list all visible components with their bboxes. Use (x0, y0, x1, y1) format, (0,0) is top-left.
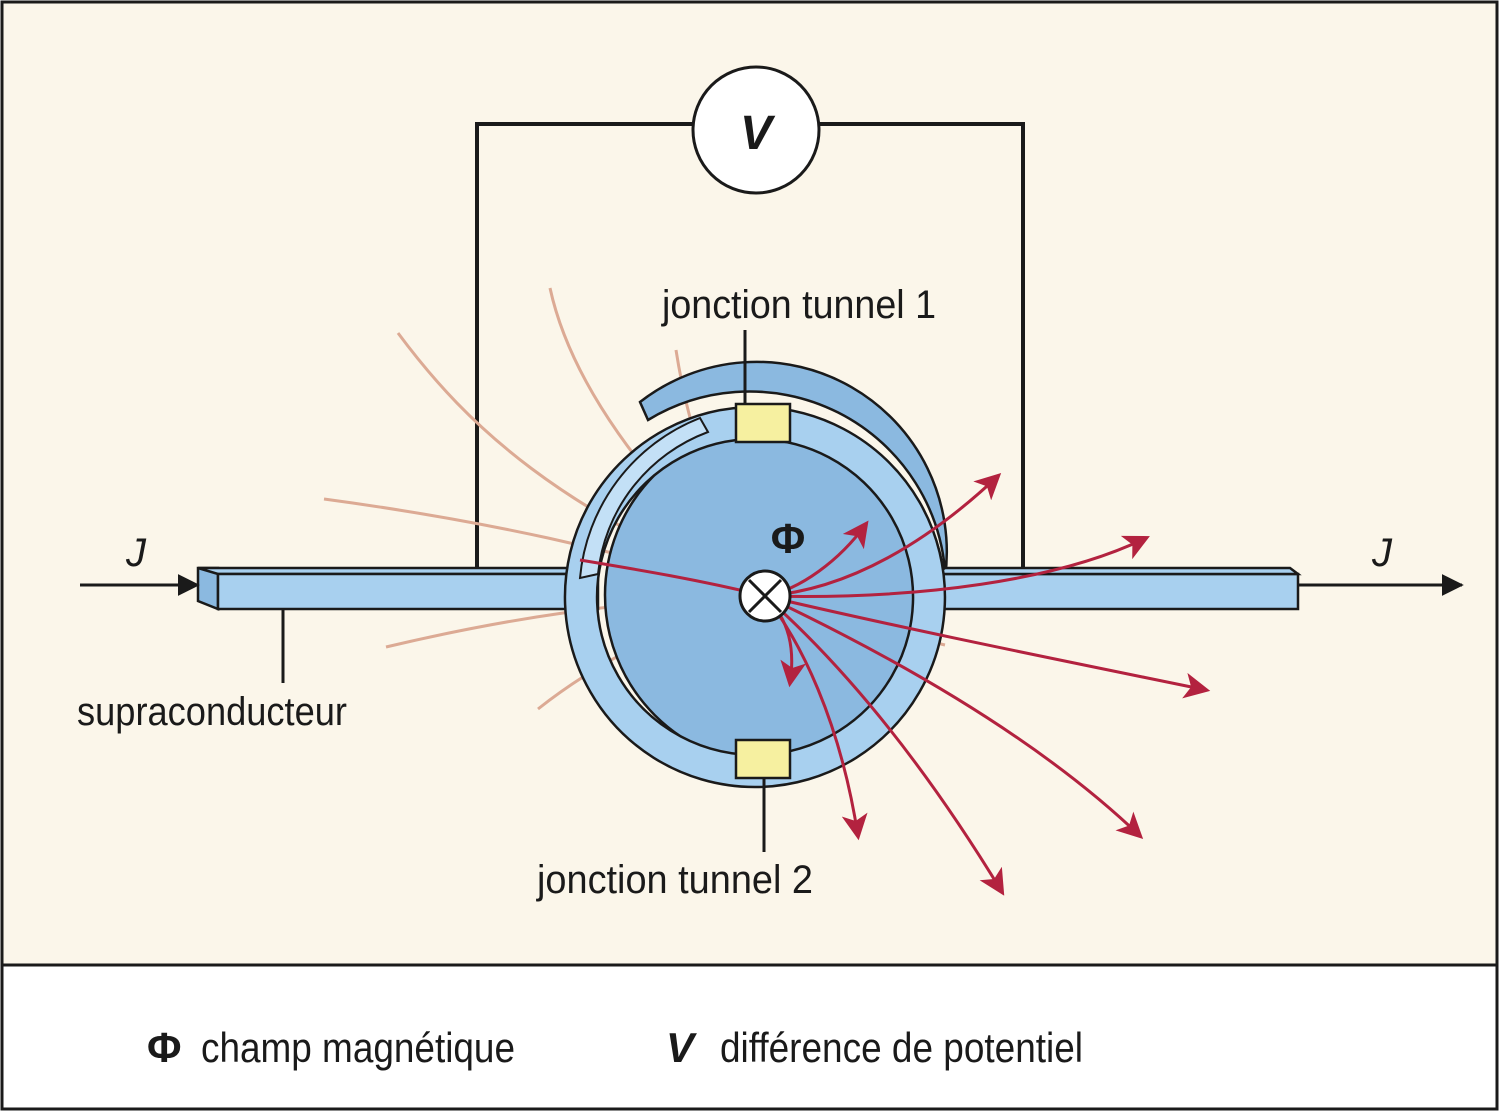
legend-symbol-flux: Φ (147, 1024, 181, 1071)
superconductor-label: supraconducteur (77, 690, 347, 734)
legend: Φ champ magnétique V différence de poten… (147, 1024, 1083, 1071)
legend-text-voltage: différence de potentiel (720, 1024, 1083, 1071)
voltmeter-icon: V (691, 65, 821, 195)
flux-into-page-icon (738, 569, 792, 623)
current-out-label: J (1371, 531, 1393, 575)
legend-text-flux: champ magnétique (201, 1024, 515, 1071)
current-in-label: J (125, 531, 147, 575)
superconductor-strip (196, 566, 1302, 611)
junction-1-label: jonction tunnel 1 (661, 283, 936, 327)
legend-symbol-voltage: V (666, 1024, 697, 1071)
junction-1 (734, 330, 792, 444)
legend-background (0, 963, 1499, 1111)
voltmeter-label: V (740, 107, 776, 160)
flux-label: Φ (771, 515, 805, 562)
junction-2 (734, 738, 792, 852)
junction-2-label: jonction tunnel 2 (536, 858, 813, 902)
